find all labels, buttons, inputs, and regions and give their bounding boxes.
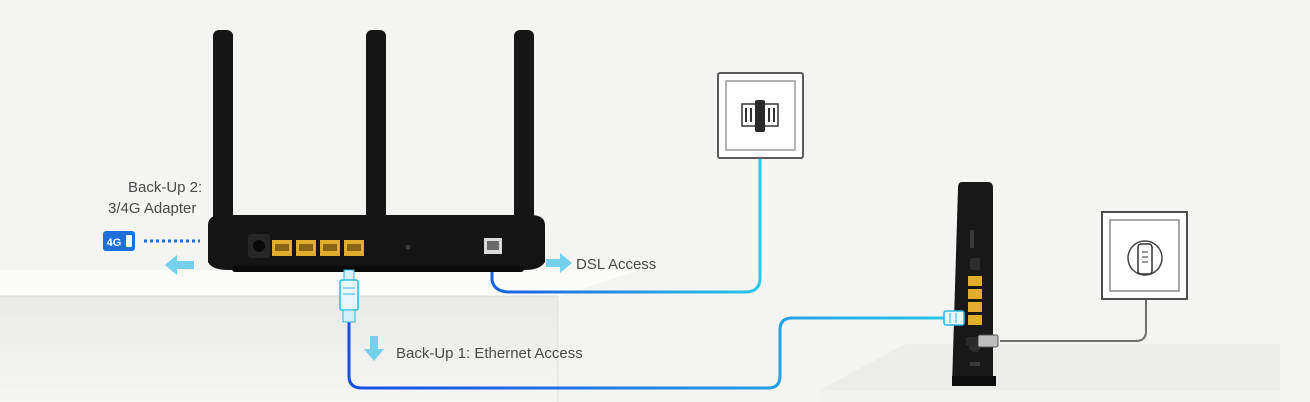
modem-power-plug-icon bbox=[966, 334, 999, 348]
left-shelf bbox=[0, 270, 640, 402]
adapter-badge-label: 4G bbox=[107, 237, 122, 249]
arrow-down-icon bbox=[364, 336, 384, 361]
dsl-cable bbox=[490, 128, 762, 294]
phone-wall-jack-icon bbox=[717, 72, 804, 159]
router-back-panel bbox=[208, 215, 545, 272]
backup2-label-line1: Back-Up 2: bbox=[128, 179, 203, 196]
router-antennas bbox=[213, 30, 534, 235]
dsl-access-label: DSL Access bbox=[576, 256, 657, 273]
power-cable bbox=[1000, 278, 1147, 342]
ethernet-plug-icon bbox=[339, 269, 359, 323]
backup1-label: Back-Up 1: Ethernet Access bbox=[396, 345, 583, 362]
arrow-right-icon bbox=[546, 253, 572, 273]
arrow-left-icon bbox=[165, 255, 194, 275]
ethernet-backup-cable bbox=[347, 316, 945, 390]
modem-ethernet-plug-icon bbox=[943, 310, 965, 326]
right-table bbox=[820, 344, 1280, 402]
modem-device bbox=[952, 182, 996, 386]
usb-4g-adapter-icon: 4G bbox=[103, 231, 135, 251]
power-wall-socket-icon bbox=[1101, 211, 1188, 300]
backup2-label-line2: 3/4G Adapter bbox=[108, 200, 197, 217]
